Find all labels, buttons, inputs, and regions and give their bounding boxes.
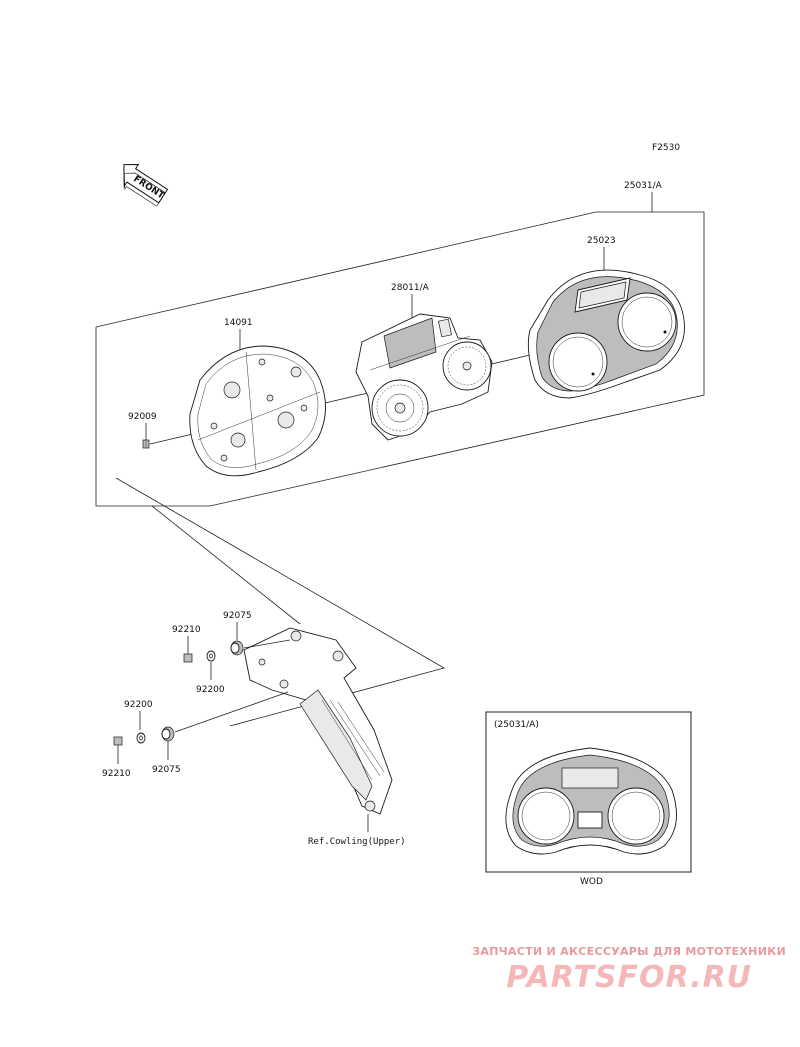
- meter-unit: [355, 313, 493, 441]
- callout-reference: Ref.Cowling(Upper): [308, 837, 406, 847]
- callout-nut-left: 92210: [172, 625, 201, 635]
- meter-bracket: [243, 627, 393, 815]
- nut-bottom: [113, 736, 123, 746]
- callout-case-upper: 25023: [587, 236, 616, 246]
- washer-bottom: [136, 732, 146, 744]
- callout-assembly: 25031/A: [624, 181, 663, 191]
- screw: [142, 439, 150, 449]
- inset-title: (25031/A): [494, 720, 539, 730]
- watermark-subtitle: ЗАПЧАСТИ И АКСЕССУАРЫ ДЛЯ МОТОТЕХНИКИ: [472, 945, 786, 958]
- callout-case-lower: 14091: [224, 318, 253, 328]
- inset-meter-assembly: [505, 747, 677, 855]
- meter-case-lower: [189, 345, 326, 477]
- inset-panel: (25031/A) WOD: [485, 711, 692, 887]
- front-arrow-icon: FRONT: [123, 163, 169, 207]
- grommet-top: [230, 640, 244, 656]
- washer-top: [206, 650, 216, 662]
- grommet-bottom: [161, 726, 175, 742]
- callout-grommet-top: 92075: [223, 611, 252, 621]
- callout-meter-unit: 28011/A: [391, 283, 430, 293]
- watermark: ЗАПЧАСТИ И АКСЕССУАРЫ ДЛЯ МОТОТЕХНИКИ PA…: [472, 945, 786, 995]
- nut-left: [183, 653, 193, 663]
- callout-washer-bottom: 92200: [124, 700, 153, 710]
- watermark-logo: PARTSFOR.RU: [506, 960, 753, 995]
- meter-case-upper: [527, 269, 685, 399]
- callout-screw: 92009: [128, 412, 157, 422]
- callout-nut-bottom: 92210: [102, 769, 131, 779]
- callout-washer-top: 92200: [196, 685, 225, 695]
- inset-caption: WOD: [580, 877, 603, 887]
- figure-code: F2530: [652, 143, 680, 153]
- assembly-boundary: [95, 192, 705, 507]
- callout-grommet-bottom: 92075: [152, 765, 181, 775]
